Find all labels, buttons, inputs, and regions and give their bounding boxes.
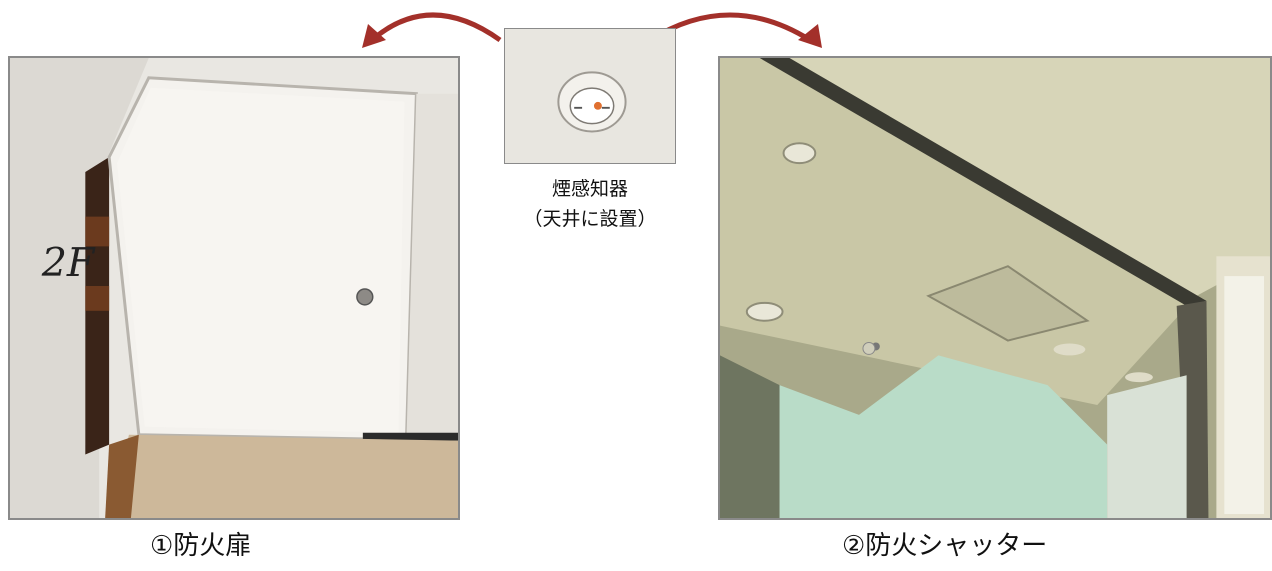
fire-shutter-caption: ②防火シャッター <box>842 531 1048 561</box>
smoke-detector-caption: 煙感知器 （天井に設置） <box>500 174 680 234</box>
svg-text:2F: 2F <box>41 240 96 286</box>
smoke-detector-photo <box>504 28 676 164</box>
fire-door-photo: 2F <box>8 56 460 520</box>
detector-caption-line1: 煙感知器 <box>551 178 628 200</box>
fire-shutter-photo <box>718 56 1272 520</box>
fire-door-caption: ①防火扉 <box>150 531 252 561</box>
curved-arrow-left-icon <box>362 12 502 48</box>
detector-caption-line2: （天井に設置） <box>523 208 657 230</box>
